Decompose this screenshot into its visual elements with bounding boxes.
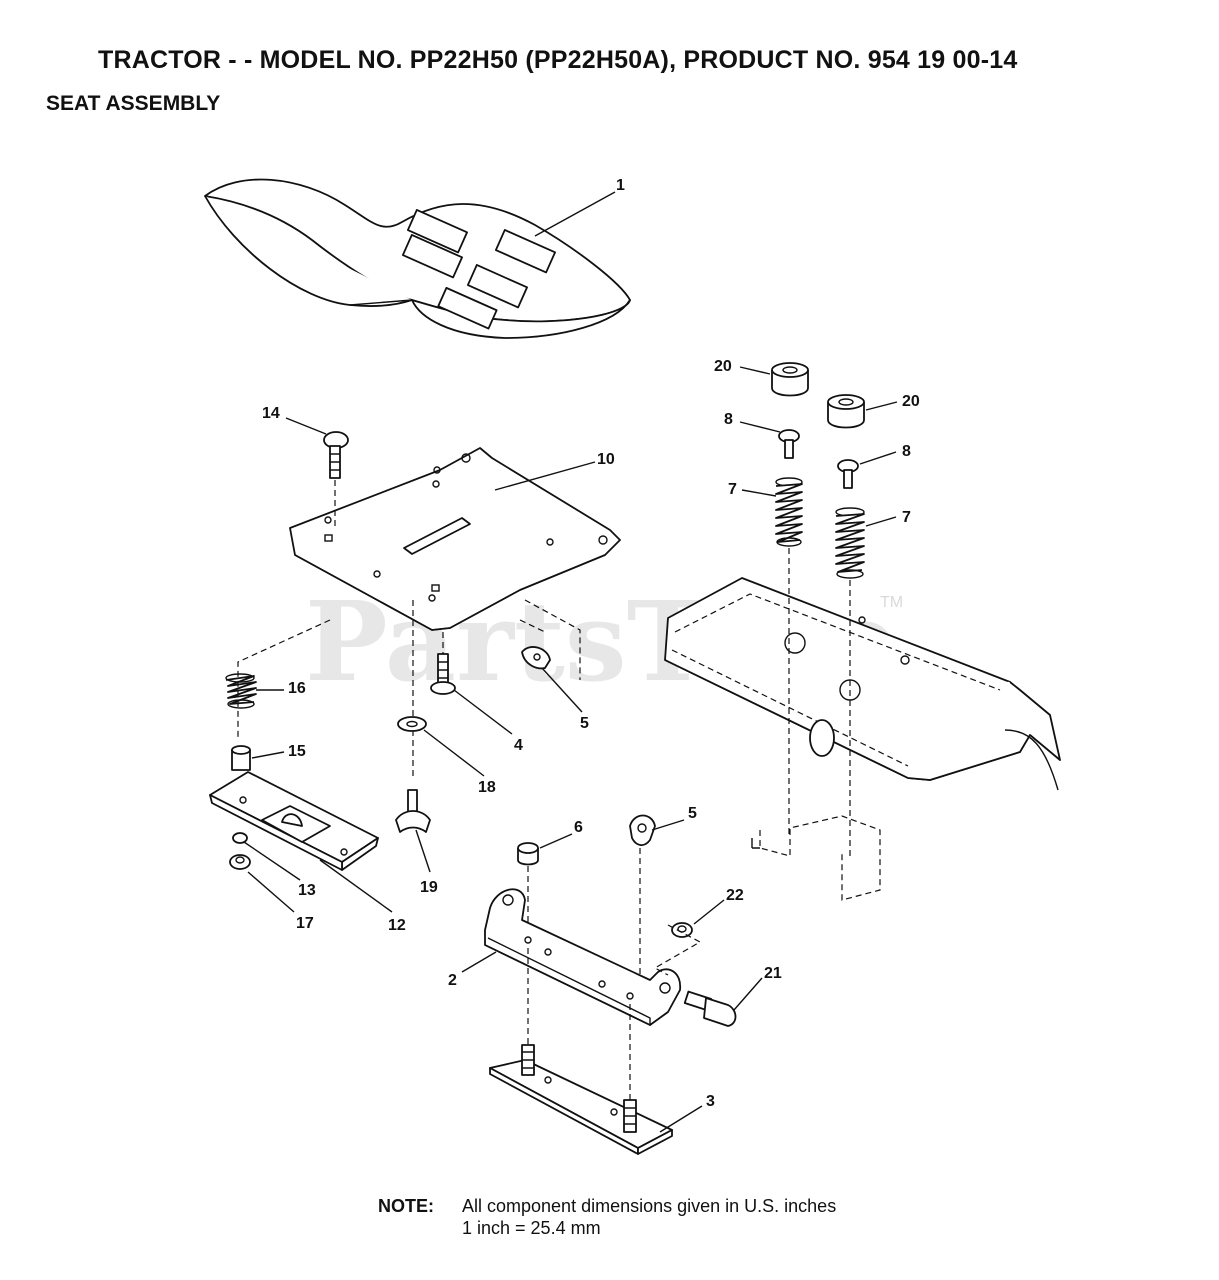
callout-4: 4 <box>514 737 523 754</box>
callout-7-left: 7 <box>728 481 737 498</box>
callout-2: 2 <box>448 972 457 989</box>
part-7-spring-right[interactable] <box>835 507 865 579</box>
part-16-spring[interactable] <box>225 673 257 709</box>
callout-7-right: 7 <box>902 509 911 526</box>
callout-20-left: 20 <box>714 358 732 375</box>
callout-5-upper: 5 <box>580 715 589 732</box>
part-8-bolt-left[interactable] <box>778 429 800 459</box>
callout-8-right: 8 <box>902 443 911 460</box>
part-3-plate[interactable] <box>489 1044 673 1155</box>
part-14-carriage-bolt[interactable] <box>323 431 349 528</box>
page-title: TRACTOR - - MODEL NO. PP22H50 (PP22H50A)… <box>98 46 1018 74</box>
part-15-spacer[interactable] <box>231 745 251 771</box>
part-22-nut[interactable] <box>671 922 693 938</box>
part-13-washer[interactable] <box>232 832 248 844</box>
callout-10: 10 <box>597 451 615 468</box>
callout-12: 12 <box>388 917 406 934</box>
dimension-note: NOTE: All component dimensions given in U… <box>378 1196 837 1238</box>
callout-8-left: 8 <box>724 411 733 428</box>
part-7-spring-left[interactable] <box>775 477 803 547</box>
part-5-clip-upper[interactable] <box>521 646 551 670</box>
part-10-seat-pan[interactable] <box>289 447 621 680</box>
part-19-knob[interactable] <box>395 789 431 833</box>
note-label: NOTE: <box>378 1196 434 1216</box>
part-18-washer[interactable] <box>397 716 427 732</box>
part-1-seat[interactable] <box>204 178 631 339</box>
tractor-frame <box>664 577 1061 901</box>
callout-1: 1 <box>616 177 625 194</box>
callout-15: 15 <box>288 743 306 760</box>
callout-3: 3 <box>706 1093 715 1110</box>
callout-6: 6 <box>574 819 583 836</box>
part-5-clip-lower[interactable] <box>629 814 656 846</box>
callout-19: 19 <box>420 879 438 896</box>
part-12-bracket[interactable] <box>209 771 379 871</box>
part-8-bolt-right[interactable] <box>837 459 859 489</box>
callout-14: 14 <box>262 405 280 422</box>
part-20-spacer-right[interactable] <box>827 394 865 429</box>
leader-lines <box>243 191 898 1133</box>
callout-22: 22 <box>726 887 744 904</box>
part-20-spacer-left[interactable] <box>771 362 809 397</box>
part-17-nut[interactable] <box>229 854 251 870</box>
note-line-2: 1 inch = 25.4 mm <box>462 1218 601 1238</box>
callout-21: 21 <box>764 965 782 982</box>
note-line-1: All component dimensions given in U.S. i… <box>462 1196 837 1216</box>
callout-13: 13 <box>298 882 316 899</box>
part-6-nut[interactable] <box>517 842 539 866</box>
part-21-shoulder-bolt[interactable] <box>683 990 737 1027</box>
callout-20-right: 20 <box>902 393 920 410</box>
part-2-bracket[interactable] <box>484 888 681 1027</box>
watermark-trademark: TM <box>880 594 903 611</box>
callout-5-lower: 5 <box>688 805 697 822</box>
callout-18: 18 <box>478 779 496 796</box>
callout-17: 17 <box>296 915 314 932</box>
section-title: SEAT ASSEMBLY <box>46 92 221 115</box>
callout-16: 16 <box>288 680 306 697</box>
